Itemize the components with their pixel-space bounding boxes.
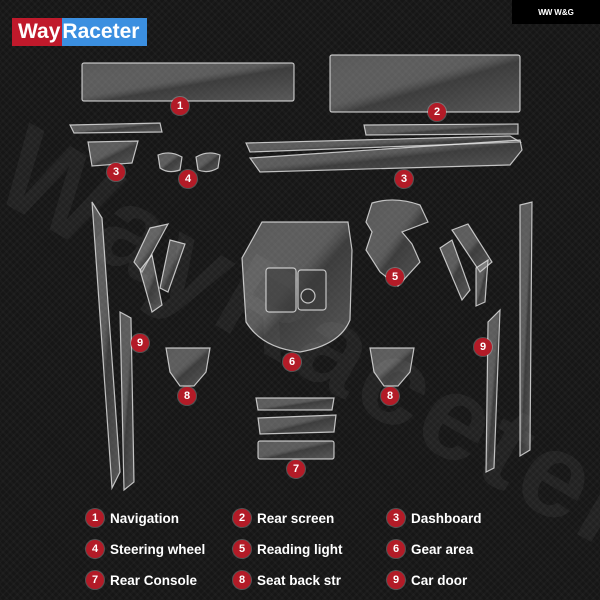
navigation-film xyxy=(81,62,295,102)
brand-mark-icon: WW xyxy=(538,7,552,17)
gear-area-knob xyxy=(300,288,316,304)
badge-seat-back-left: 8 xyxy=(178,387,196,405)
gear-area-panel-a xyxy=(265,267,297,313)
door-left-strip-a-film xyxy=(91,201,121,491)
legend-label: Rear screen xyxy=(257,510,335,526)
logo: Way Raceter xyxy=(12,18,148,46)
legend-badge: 4 xyxy=(86,540,104,558)
legend-dashboard: 3 Dashboard xyxy=(387,509,482,527)
rear-console-bottom-film xyxy=(257,440,335,460)
logo-part1: Way xyxy=(12,18,63,46)
brand-tag: WW W&G xyxy=(512,0,600,24)
legend-badge: 3 xyxy=(387,509,405,527)
steering-wheel-left-film xyxy=(157,152,183,173)
legend-steering-wheel: 4 Steering wheel xyxy=(86,540,205,558)
legend-rear-console: 7 Rear Console xyxy=(86,571,197,589)
badge-seat-back-right: 8 xyxy=(381,387,399,405)
badge-steering-wheel: 4 xyxy=(179,170,197,188)
door-right-upper-a-film xyxy=(451,223,493,273)
legend-label: Car door xyxy=(411,572,468,588)
badge-car-door-left: 9 xyxy=(131,334,149,352)
badge-navigation: 1 xyxy=(171,97,189,115)
badge-car-door-right: 9 xyxy=(474,338,492,356)
rear-console-top-film xyxy=(255,397,335,411)
legend-label: Reading light xyxy=(257,541,343,557)
legend-badge: 8 xyxy=(233,571,251,589)
steering-wheel-right-film xyxy=(195,152,221,173)
strip-left-film xyxy=(69,122,163,134)
legend-seat-back: 8 Seat back str xyxy=(233,571,341,589)
rear-console-mid-film xyxy=(257,414,337,435)
logo-part2: Raceter xyxy=(62,18,148,46)
dashboard-strip-main-film xyxy=(248,139,523,173)
rear-screen-film xyxy=(329,54,521,113)
seat-back-left-film xyxy=(165,347,211,387)
legend-badge: 6 xyxy=(387,540,405,558)
legend-label: Steering wheel xyxy=(110,541,206,557)
reading-light-film xyxy=(365,199,429,287)
door-left-upper-c-film xyxy=(159,239,186,293)
legend-navigation: 1 Navigation xyxy=(86,509,179,527)
badge-rear-screen: 2 xyxy=(428,103,446,121)
dashboard-strip-top-film xyxy=(363,123,519,136)
legend-car-door: 9 Car door xyxy=(387,571,467,589)
legend-badge: 5 xyxy=(233,540,251,558)
legend-reading-light: 5 Reading light xyxy=(233,540,343,558)
legend-label: Navigation xyxy=(110,510,180,526)
door-right-upper-c-film xyxy=(475,258,489,307)
legend-label: Seat back str xyxy=(257,572,342,588)
legend-badge: 9 xyxy=(387,571,405,589)
legend-badge: 1 xyxy=(86,509,104,527)
badge-dashboard-left: 3 xyxy=(107,163,125,181)
door-right-strip-a-film xyxy=(519,201,533,458)
legend-rear-screen: 2 Rear screen xyxy=(233,509,334,527)
badge-dashboard-right: 3 xyxy=(395,170,413,188)
legend-label: Dashboard xyxy=(411,510,482,526)
legend-badge: 7 xyxy=(86,571,104,589)
gear-area-film xyxy=(241,221,353,353)
door-right-strip-b-film xyxy=(485,308,501,473)
dashboard-left-film xyxy=(87,140,139,167)
door-left-upper-b-film xyxy=(139,253,163,313)
legend-label: Gear area xyxy=(411,541,474,557)
seat-back-right-film xyxy=(369,347,415,387)
legend-label: Rear Console xyxy=(110,572,198,588)
door-left-strip-b-film xyxy=(119,310,135,492)
legend-badge: 2 xyxy=(233,509,251,527)
badge-reading-light: 5 xyxy=(386,268,404,286)
legend-gear-area: 6 Gear area xyxy=(387,540,473,558)
door-right-upper-b-film xyxy=(439,239,471,302)
badge-rear-console: 7 xyxy=(287,460,305,478)
brand-text: W&G xyxy=(554,7,574,17)
badge-gear-area: 6 xyxy=(283,353,301,371)
